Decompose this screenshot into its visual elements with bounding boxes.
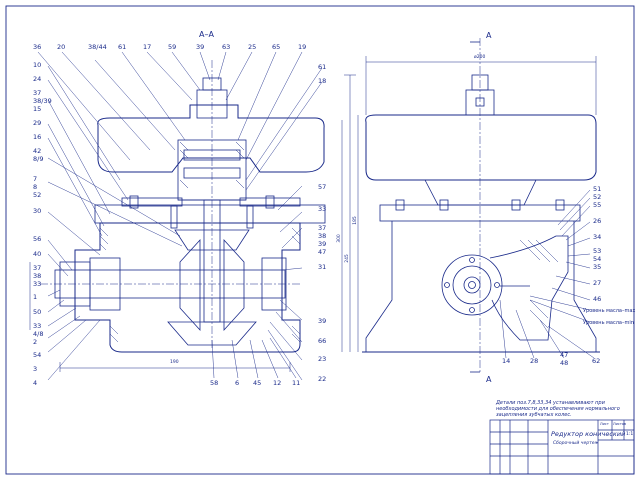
part-label: 39 <box>196 43 205 51</box>
part-label: 31 <box>318 263 327 271</box>
part-label: 11 <box>292 379 301 387</box>
part-label: 53 <box>593 247 602 255</box>
assembly-note: Детали поз.7,8,33,34 устанавливают при н… <box>496 400 620 418</box>
part-label: 51 <box>593 185 602 193</box>
part-label: 54 <box>33 351 42 359</box>
part-label: 62 <box>592 357 601 365</box>
dimension-base: 190 <box>170 360 179 365</box>
part-label: 23 <box>318 355 327 363</box>
part-label: 40 <box>33 250 42 258</box>
part-label: 29 <box>33 119 42 127</box>
part-label: 14 <box>502 357 511 365</box>
part-label: 8/9 <box>33 155 44 163</box>
part-label: 50 <box>33 308 42 316</box>
part-label: 35 <box>593 263 602 271</box>
title-block <box>489 419 635 475</box>
part-label: 59 <box>168 43 177 51</box>
part-label: 19 <box>298 43 307 51</box>
part-label: 2 <box>33 338 38 346</box>
part-label: 22 <box>318 375 327 383</box>
part-label: 37 <box>33 89 42 97</box>
part-label: 46 <box>593 295 602 303</box>
part-label: 30 <box>33 207 42 215</box>
dimension-height-2: 245 <box>344 254 350 263</box>
part-label: 48 <box>560 359 569 367</box>
part-label: 33 <box>33 322 42 330</box>
sheet-frame <box>5 5 635 475</box>
part-label: 66 <box>318 337 327 345</box>
side-view <box>341 38 600 373</box>
part-label: 12 <box>273 379 282 387</box>
part-label: 56 <box>33 235 42 243</box>
part-label: 10 <box>33 61 42 69</box>
part-label: 52 <box>593 193 602 201</box>
section-title: А–А <box>199 30 214 39</box>
part-label: 17 <box>143 43 152 51</box>
part-label: 6 <box>235 379 240 387</box>
sheets-label: Листов <box>613 422 627 426</box>
dimension-height-3: 185 <box>352 216 358 225</box>
dimension-height-1: 300 <box>336 234 342 243</box>
drawing-name: Редуктор конический <box>551 430 626 438</box>
part-label: 25 <box>248 43 257 51</box>
part-label: 27 <box>593 279 602 287</box>
part-label: 1 <box>33 293 38 301</box>
drawing-subtitle: Сборочный чертеж <box>553 441 599 446</box>
sheet-label: Лист <box>600 422 609 426</box>
part-label: 8 <box>33 183 38 191</box>
part-label: 18 <box>318 77 327 85</box>
part-label: 47 <box>560 351 569 359</box>
part-label: 39 <box>318 317 327 325</box>
part-label: 57 <box>318 183 327 191</box>
part-label: 52 <box>33 191 42 199</box>
part-label: 55 <box>593 201 602 209</box>
part-label: 4/8 <box>33 330 44 338</box>
part-label: 36 <box>33 43 42 51</box>
part-label: 42 <box>33 147 42 155</box>
part-label: 20 <box>57 43 66 51</box>
part-label: 37 <box>318 224 327 232</box>
cut-mark-top: А <box>486 31 492 40</box>
part-label: 61 <box>318 63 327 71</box>
part-label: 47 <box>318 248 327 256</box>
part-label: 58 <box>210 379 219 387</box>
part-label: 61 <box>118 43 127 51</box>
part-label: 15 <box>33 105 42 113</box>
oil-level-min: Уровень масла–min <box>583 320 634 326</box>
part-label: 28 <box>530 357 539 365</box>
part-label: 4 <box>33 379 38 387</box>
part-label: 3 <box>33 365 38 373</box>
part-label: 38/39 <box>33 97 52 105</box>
part-label: 33 <box>318 205 327 213</box>
part-label: 26 <box>593 217 602 225</box>
cut-mark-bottom: А <box>486 375 492 384</box>
part-label: 34 <box>593 233 602 241</box>
part-label: 45 <box>253 379 262 387</box>
part-label: 24 <box>33 75 42 83</box>
dimension-width-top: ø200 <box>474 55 486 60</box>
part-label: 38/44 <box>88 43 107 51</box>
part-label: 63 <box>222 43 231 51</box>
part-label: 38 <box>318 232 327 240</box>
part-label: 16 <box>33 133 42 141</box>
part-label: 7 <box>33 175 38 183</box>
drawing-scale: 1:1 <box>626 432 634 437</box>
part-label: 39 <box>318 240 327 248</box>
part-label: 38 <box>33 272 42 280</box>
part-label: 54 <box>593 255 602 263</box>
part-label: 33 <box>33 280 42 288</box>
section-view <box>29 51 326 381</box>
oil-level-max: Уровень масла–max <box>583 308 636 314</box>
part-label: 37 <box>33 264 42 272</box>
part-label: 65 <box>272 43 281 51</box>
